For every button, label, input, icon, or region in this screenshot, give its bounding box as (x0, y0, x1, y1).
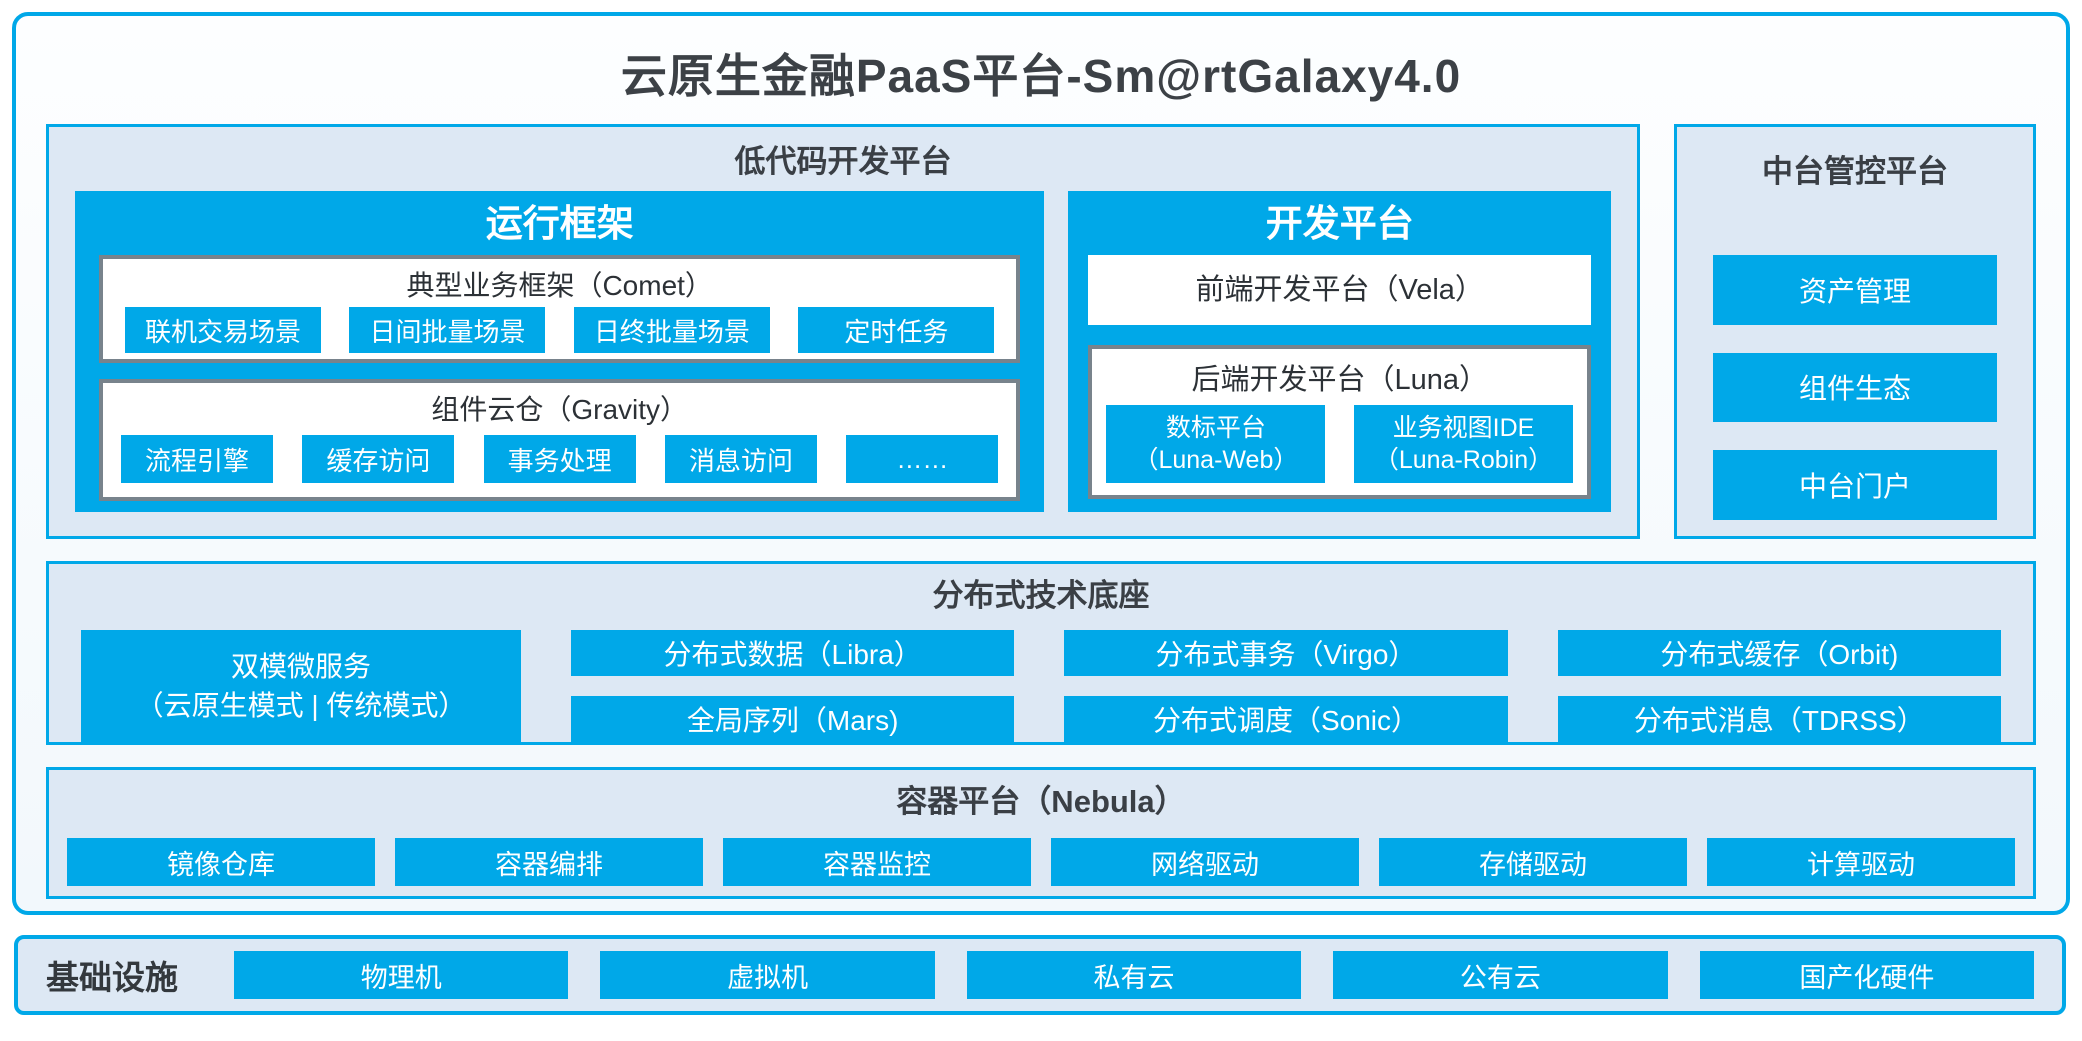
top-row: 低代码开发平台 运行框架 典型业务框架（Comet） 联机交易场景 日间批量场景… (46, 124, 2036, 539)
dual-mode-line1: 双模微服务 (230, 650, 371, 682)
lowcode-platform-title: 低代码开发平台 (734, 144, 952, 179)
container-item: 镜像仓库 (67, 838, 375, 886)
comet-item: 定时任务 (798, 307, 995, 353)
comet-item: 日间批量场景 (349, 307, 546, 353)
infrastructure-item: 国产化硬件 (1699, 951, 2035, 999)
container-item: 容器监控 (723, 838, 1031, 886)
luna-backend-box: 后端开发平台（Luna） 数标平台 （Luna-Web） 业务视图IDE （Lu… (1088, 345, 1591, 499)
comet-chip-row: 联机交易场景 日间批量场景 日终批量场景 定时任务 (103, 307, 1016, 353)
dual-mode-microservice-box: 双模微服务 （云原生模式 | 传统模式） (81, 630, 521, 742)
midplatform-item: 组件生态 (1713, 352, 1997, 423)
luna-item-code: （Luna-Robin） (1373, 446, 1554, 474)
midplatform-panel: 中台管控平台 资产管理 组件生态 中台门户 (1674, 124, 2036, 539)
distributed-item: 分布式调度（Sonic） (1064, 696, 1508, 742)
dev-platform-title: 开发平台 (1265, 203, 1414, 244)
comet-title: 典型业务框架（Comet） (406, 270, 713, 301)
luna-item-code: （Luna-Web） (1133, 446, 1299, 474)
distributed-grid: 双模微服务 （云原生模式 | 传统模式） 分布式数据（Libra） 全局序列（M… (81, 630, 2001, 742)
luna-title: 后端开发平台（Luna） (1191, 364, 1488, 396)
gravity-item: 流程引擎 (121, 435, 273, 483)
distributed-column: 分布式数据（Libra） 全局序列（Mars) (571, 630, 1015, 742)
distributed-item: 分布式缓存（Orbit) (1557, 630, 2001, 676)
distributed-item: 分布式消息（TDRSS） (1557, 696, 2001, 742)
gravity-warehouse-box: 组件云仓（Gravity） 流程引擎 缓存访问 事务处理 消息访问 …… (99, 379, 1021, 501)
container-item: 存储驱动 (1379, 838, 1687, 886)
infrastructure-title: 基础设施 (46, 959, 178, 996)
infrastructure-item: 物理机 (234, 951, 569, 999)
distributed-item: 分布式事务（Virgo） (1064, 630, 1508, 676)
infrastructure-item: 公有云 (1333, 951, 1668, 999)
infrastructure-item: 私有云 (966, 951, 1302, 999)
gravity-title: 组件云仓（Gravity） (431, 394, 689, 425)
page-title: 云原生金融PaaS平台-Sm@rtGalaxy4.0 (620, 50, 1462, 102)
container-platform-title: 容器平台（Nebula） (896, 784, 1186, 819)
infrastructure-bar: 基础设施 物理机 虚拟机 私有云 公有云 国产化硬件 (14, 935, 2066, 1015)
infrastructure-item: 虚拟机 (600, 951, 935, 999)
gravity-item: 缓存访问 (302, 435, 455, 483)
vela-frontend-box: 前端开发平台（Vela） (1088, 255, 1591, 325)
distributed-column: 分布式缓存（Orbit) 分布式消息（TDRSS） (1557, 630, 2001, 742)
container-platform-panel: 容器平台（Nebula） 镜像仓库 容器编排 容器监控 网络驱动 存储驱动 计算… (46, 767, 2036, 899)
lowcode-body: 运行框架 典型业务框架（Comet） 联机交易场景 日间批量场景 日终批量场景 … (75, 191, 1611, 512)
container-item: 网络驱动 (1051, 838, 1359, 886)
distributed-base-panel: 分布式技术底座 双模微服务 （云原生模式 | 传统模式） 分布式数据（Libra… (46, 561, 2036, 745)
midplatform-item: 中台门户 (1713, 450, 1997, 520)
runtime-framework-title: 运行框架 (485, 203, 634, 244)
container-item: 容器编排 (395, 838, 703, 886)
architecture-diagram: 云原生金融PaaS平台-Sm@rtGalaxy4.0 低代码开发平台 运行框架 … (12, 12, 2070, 915)
luna-item: 业务视图IDE （Luna-Robin） (1354, 405, 1573, 483)
luna-item-name: 数标平台 (1165, 413, 1266, 442)
distributed-item: 分布式数据（Libra） (571, 630, 1015, 676)
comet-item: 日终批量场景 (573, 307, 770, 353)
distributed-base-title: 分布式技术底座 (932, 578, 1150, 613)
lowcode-platform-panel: 低代码开发平台 运行框架 典型业务框架（Comet） 联机交易场景 日间批量场景… (46, 124, 1640, 539)
midplatform-title: 中台管控平台 (1762, 154, 1948, 189)
container-item: 计算驱动 (1707, 838, 2015, 886)
distributed-item: 全局序列（Mars) (571, 696, 1015, 742)
luna-chip-row: 数标平台 （Luna-Web） 业务视图IDE （Luna-Robin） (1092, 405, 1587, 483)
comet-framework-box: 典型业务框架（Comet） 联机交易场景 日间批量场景 日终批量场景 定时任务 (99, 255, 1021, 363)
infrastructure-chip-row: 物理机 虚拟机 私有云 公有云 国产化硬件 (234, 951, 2035, 999)
dev-platform-panel: 开发平台 前端开发平台（Vela） 后端开发平台（Luna） 数标平台 （Lun… (1068, 191, 1611, 512)
gravity-item: …… (846, 435, 999, 483)
container-chip-row: 镜像仓库 容器编排 容器监控 网络驱动 存储驱动 计算驱动 (67, 838, 2015, 886)
luna-item-name: 业务视图IDE (1392, 413, 1535, 442)
midplatform-item: 资产管理 (1713, 254, 1997, 325)
runtime-framework-panel: 运行框架 典型业务框架（Comet） 联机交易场景 日间批量场景 日终批量场景 … (75, 191, 1045, 512)
distributed-column: 分布式事务（Virgo） 分布式调度（Sonic） (1064, 630, 1508, 742)
gravity-chip-row: 流程引擎 缓存访问 事务处理 消息访问 …… (103, 435, 1016, 483)
gravity-item: 消息访问 (665, 435, 818, 483)
gravity-item: 事务处理 (483, 435, 636, 483)
comet-item: 联机交易场景 (125, 307, 321, 353)
dual-mode-line2: （云原生模式 | 传统模式） (135, 690, 467, 721)
luna-item: 数标平台 （Luna-Web） (1106, 405, 1326, 483)
